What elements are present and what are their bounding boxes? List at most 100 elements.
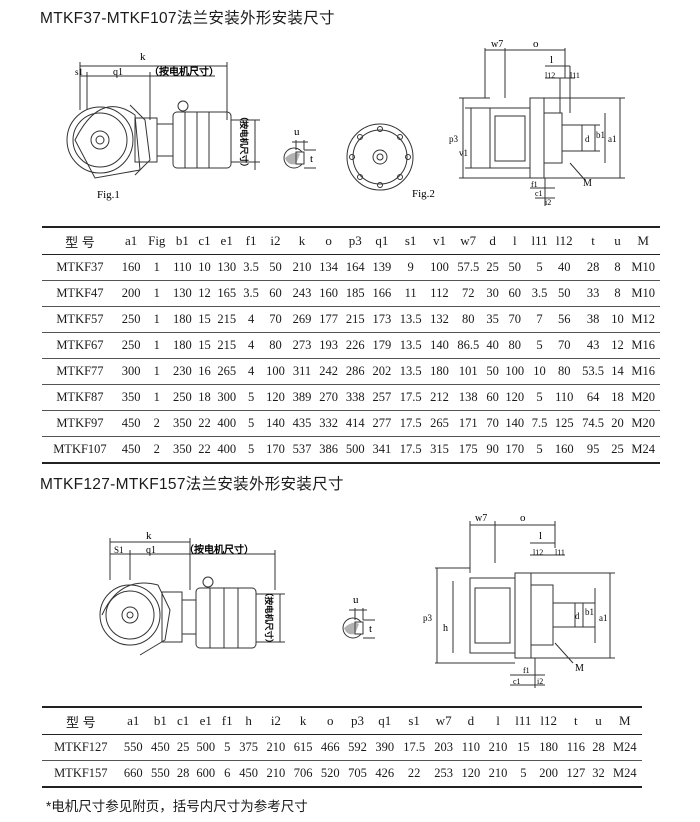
table-cell: 100 <box>430 260 449 274</box>
table-cell: 386 <box>319 442 338 456</box>
table-cell: 210 <box>266 740 286 754</box>
column-header: k <box>298 233 306 248</box>
table-cell: 35 <box>486 312 499 326</box>
keyway-detail-1: u t <box>283 126 316 169</box>
side2-dim-w7: w7 <box>475 513 487 524</box>
model-cell: MTKF67 <box>56 338 104 352</box>
table-cell: 269 <box>292 312 312 326</box>
table-cell: 390 <box>375 740 395 754</box>
table-cell: 5 <box>247 442 255 456</box>
table-cell: 4 <box>247 312 255 326</box>
column-header: h <box>245 713 252 728</box>
table-cell: 125 <box>554 416 574 430</box>
table-cell: 253 <box>434 766 453 780</box>
table-cell: 9 <box>407 260 414 274</box>
table-cell: 273 <box>292 338 312 352</box>
fig3-dim-q1: q1 <box>146 545 156 556</box>
column-header: M <box>637 233 649 248</box>
fig1-motor-note-vertical: （按电机尺寸） <box>239 112 249 172</box>
fig1-dim-s1: s1 <box>75 67 83 77</box>
table-cell: 400 <box>217 416 237 430</box>
column-header: a1 <box>125 233 138 248</box>
side2-dim-l11: l11 <box>555 548 565 557</box>
table-cell: 116 <box>566 740 586 754</box>
table-cell: 1 <box>153 390 160 404</box>
column-header: w7 <box>460 233 477 248</box>
table-cell: 60 <box>508 286 522 300</box>
table-cell: 140 <box>266 416 285 430</box>
column-header: i2 <box>270 233 281 248</box>
table-cell: 13.5 <box>399 364 422 378</box>
table-cell: 110 <box>173 260 192 274</box>
table-cell: 4 <box>247 338 255 352</box>
table-cell: 7 <box>536 312 543 326</box>
table-cell: 120 <box>505 390 525 404</box>
column-header: q1 <box>378 713 392 728</box>
table-cell: 2 <box>153 442 160 456</box>
fig2-caption: Fig.2 <box>412 188 435 200</box>
table-cell: 550 <box>151 766 170 780</box>
side2-dim-b1: b1 <box>585 607 594 617</box>
side1-dim-l: l <box>550 54 553 66</box>
table-cell: 426 <box>375 766 395 780</box>
table-cell: M12 <box>631 312 655 326</box>
table-cell: M24 <box>612 766 637 780</box>
column-header: b1 <box>153 713 167 728</box>
table-cell: 22 <box>198 416 211 430</box>
keyway-detail-2: u t <box>342 594 375 639</box>
table-cell: 170 <box>266 442 285 456</box>
table-cell: 16 <box>198 364 211 378</box>
table-cell: 300 <box>121 364 141 378</box>
table-cell: 25 <box>176 740 190 754</box>
table-cell: 80 <box>462 312 475 326</box>
table-cell: M10 <box>631 286 655 300</box>
table-cell: 250 <box>121 312 141 326</box>
side1-dim-l11: l11 <box>570 71 580 80</box>
side1-dim-p3: p3 <box>449 134 459 144</box>
column-header: l12 <box>540 713 557 728</box>
table-cell: 5 <box>247 390 255 404</box>
table-cell: 5 <box>536 442 543 456</box>
table-cell: 127 <box>566 766 586 780</box>
table-cell: 32 <box>592 766 605 780</box>
table-cell: 70 <box>269 312 282 326</box>
side2-dim-d: d <box>575 611 580 621</box>
fig2-flange-drawing: Fig.2 <box>346 123 435 200</box>
table-cell: 315 <box>430 442 449 456</box>
fig1-motor-note: （按电机尺寸） <box>149 65 219 78</box>
table-cell: 5 <box>247 416 255 430</box>
side1-dim-w7: w7 <box>491 39 503 50</box>
keyway2-dim-u: u <box>353 594 359 606</box>
table-cell: 134 <box>319 260 338 274</box>
column-header: l <box>496 713 500 728</box>
table-cell: 200 <box>539 766 559 780</box>
table-cell: 43 <box>586 338 600 352</box>
table-cell: 86.5 <box>457 338 480 352</box>
column-header: f1 <box>245 233 257 248</box>
column-header: w7 <box>435 713 452 728</box>
fig3-motor-note: （按电机尺寸） <box>184 543 254 556</box>
table-cell: 132 <box>430 312 449 326</box>
table-cell: 112 <box>430 286 449 300</box>
table-cell: 1 <box>153 286 160 300</box>
table-cell: 1 <box>153 364 160 378</box>
table-cell: 80 <box>558 364 571 378</box>
table-cell: 100 <box>266 364 285 378</box>
table-cell: 170 <box>505 442 525 456</box>
table-cell: 110 <box>555 390 574 404</box>
table-cell: 90 <box>486 442 499 456</box>
table-cell: 341 <box>372 442 392 456</box>
table-cell: 450 <box>121 442 141 456</box>
table-cell: 171 <box>458 416 478 430</box>
table-cell: 4 <box>247 364 255 378</box>
table-cell: M20 <box>631 390 655 404</box>
table-cell: 3.5 <box>243 260 259 274</box>
table-cell: 17.5 <box>399 390 422 404</box>
table-cell: 12 <box>198 286 211 300</box>
column-header: b1 <box>175 233 189 248</box>
table-cell: 5 <box>520 766 527 780</box>
